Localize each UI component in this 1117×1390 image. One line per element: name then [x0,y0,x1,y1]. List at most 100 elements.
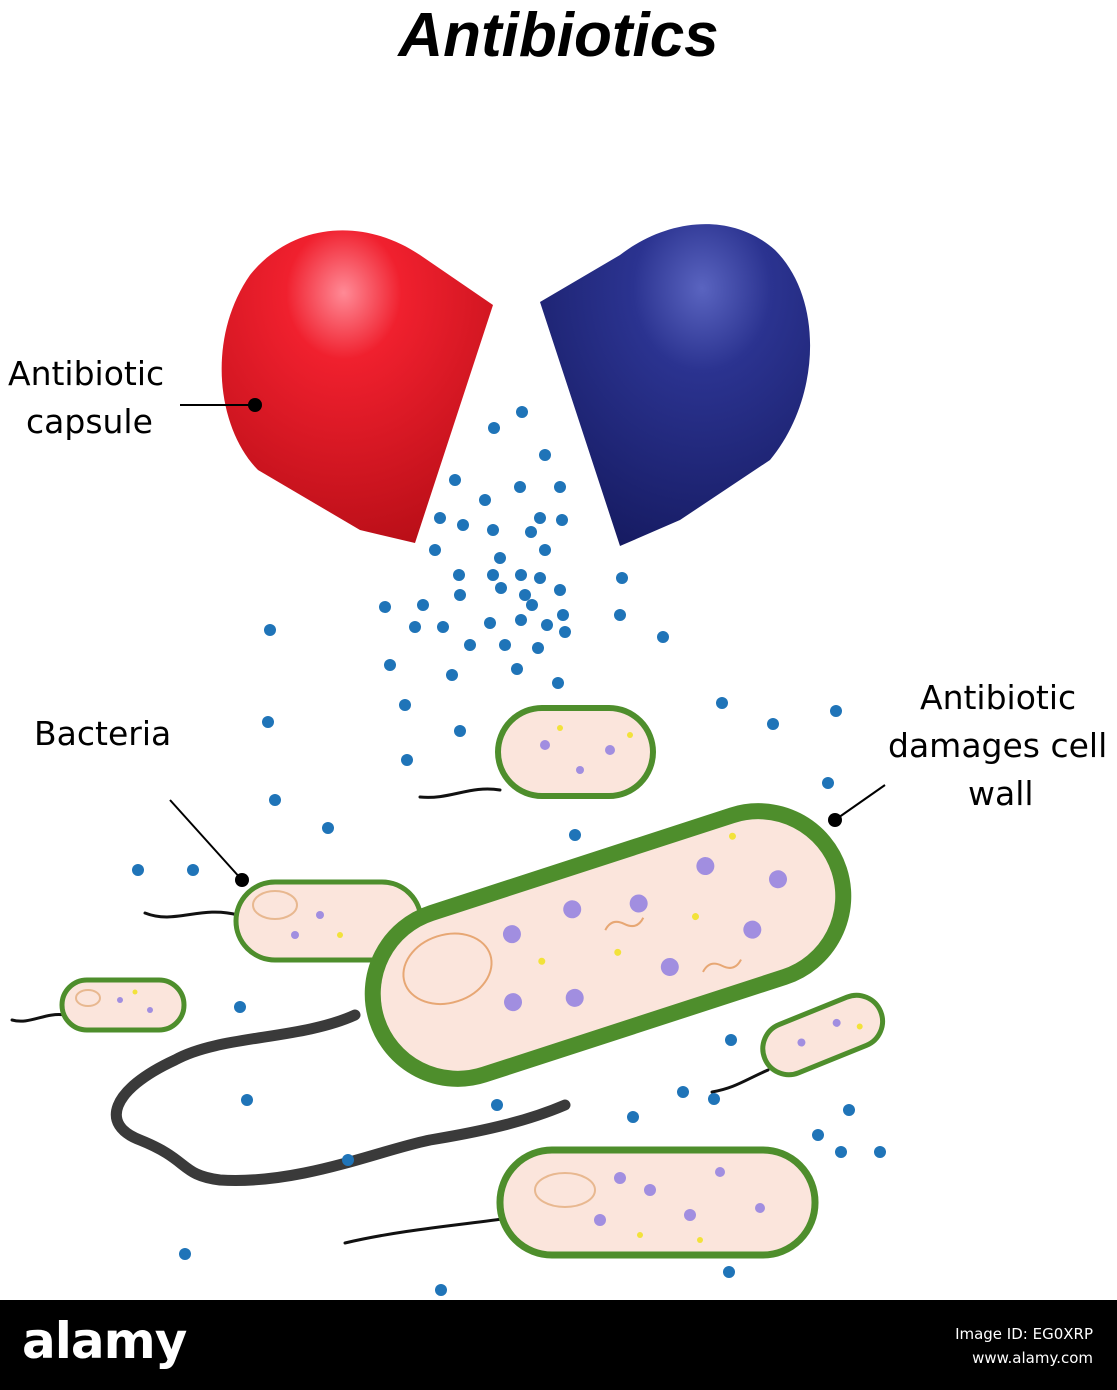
antibiotic-particle [554,584,566,596]
antibiotic-particle [234,1001,246,1013]
antibiotic-particle [725,1034,737,1046]
antibiotic-particle [767,718,779,730]
flagella [10,787,770,1245]
antibiotic-particle [446,669,458,681]
diagram-art [10,224,886,1296]
antibiotic-particle [614,609,626,621]
antibiotic-particle [874,1146,886,1158]
label-line: Antibiotic [920,678,1077,717]
antibiotic-particle [516,406,528,418]
antibiotic-particle [616,572,628,584]
label-antibiotic-capsule: Antibiotic capsule [8,350,164,446]
diagram-title: Antibiotics [398,1,719,70]
antibiotic-particle [557,609,569,621]
antibiotic-particle [132,864,144,876]
small-flagellum [710,1068,770,1094]
antibiotic-particle [539,449,551,461]
antibiotic-particle [429,544,441,556]
capsule-blue-half [540,224,811,546]
antibiotic-particle [515,614,527,626]
antibiotic-particle [552,677,564,689]
antibiotic-particle [822,777,834,789]
antibiotic-particle [179,1248,191,1260]
antibiotic-particle [449,474,461,486]
capsule-leader-dot [248,398,262,412]
antibiotic-particle [322,822,334,834]
antibiotic-particle [491,1099,503,1111]
label-line: Bacteria [34,714,172,753]
antibiotic-particle [723,1266,735,1278]
antibiotic-particle [627,1111,639,1123]
image-info: Image ID: EG0XRP www.alamy.com [955,1322,1093,1370]
antibiotic-particle [487,524,499,536]
cell-wall-leader-line [834,784,886,821]
antibiotic-particle [525,526,537,538]
antibiotic-particle [534,572,546,584]
antibiotic-capsule [221,224,811,546]
antibiotic-particle [409,621,421,633]
antibiotic-particle [541,619,553,631]
antibiotic-particle [399,699,411,711]
label-line: Antibiotic [8,354,165,393]
antibiotic-particle [539,544,551,556]
antibiotic-particle [264,624,276,636]
large-flagellum [110,1009,571,1186]
bacteria [59,705,886,1259]
site-url: www.alamy.com [972,1349,1093,1367]
antibiotic-particle [494,552,506,564]
cell-wall-leader-dot [828,813,842,827]
antibiotic-particle [526,599,538,611]
bacterium [59,977,187,1033]
antibiotic-particle [716,697,728,709]
antibiotic-particle [454,725,466,737]
bacteria-leader-line [169,799,243,881]
antibiotic-particle [384,659,396,671]
antibiotic-particle [835,1146,847,1158]
antibiotic-particle [479,494,491,506]
label-cell-wall-damage: Antibiotic damages cell wall [888,674,1117,818]
antibiotic-particle [677,1086,689,1098]
label-line: capsule [26,402,153,441]
antibiotic-particle [435,1284,447,1296]
antibiotic-particle [519,589,531,601]
antibiotic-particle [434,512,446,524]
antibiotic-particle [843,1104,855,1116]
antibiotic-particle [569,829,581,841]
antibiotic-particle [515,569,527,581]
antibiotic-particle [342,1154,354,1166]
antibiotic-particle [559,626,571,638]
antibiotic-particle [241,1094,253,1106]
antibiotic-particle [495,582,507,594]
antibiotic-particle [464,639,476,651]
label-line: damages cell [888,726,1108,765]
label-line: wall [968,774,1034,813]
bacterium [495,705,656,799]
small-flagellum [343,1216,512,1245]
antibiotic-particle [269,794,281,806]
antibiotic-particle [262,716,274,728]
antibiotic-particle [708,1093,720,1105]
antibiotic-particle [487,569,499,581]
antibiotic-particle [401,754,413,766]
antibiotic-particle [379,601,391,613]
antibiotic-particle [454,589,466,601]
antibiotic-particle [488,422,500,434]
antibiotic-particle [534,512,546,524]
antibiotic-particles [132,406,886,1296]
bacteria-leader-dot [235,873,249,887]
antibiotic-particle [187,864,199,876]
small-flagellum [10,1013,67,1023]
bacterium [760,992,886,1078]
antibiotic-particle [556,514,568,526]
antibiotic-particle [453,569,465,581]
antibiotic-particle [457,519,469,531]
antibiotic-particle [437,621,449,633]
antibiotic-particle [514,481,526,493]
label-bacteria: Bacteria [34,710,171,758]
small-flagellum [418,787,502,799]
bacterium [496,1146,819,1259]
antibiotic-particle [812,1129,824,1141]
small-flagellum [143,910,240,919]
antibiotic-particle [417,599,429,611]
